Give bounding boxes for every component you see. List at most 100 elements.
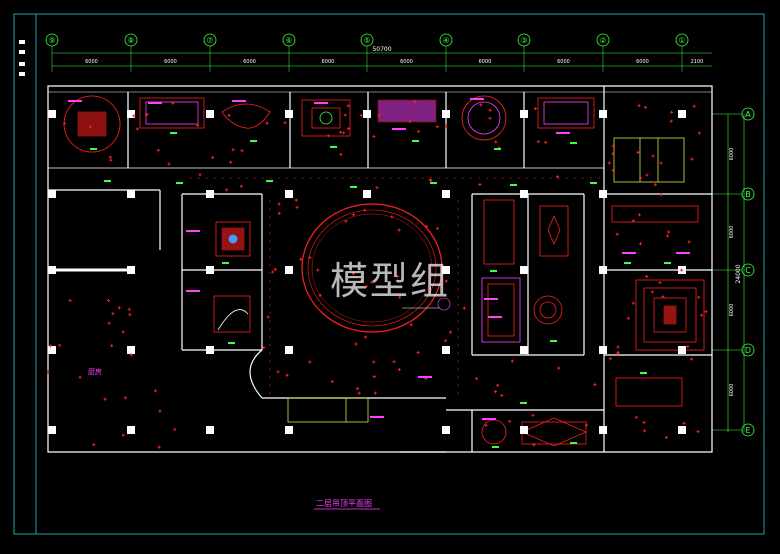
light-fixture	[59, 343, 61, 347]
row-dimension-label: 6000	[729, 226, 735, 239]
annotation-mark	[228, 342, 235, 344]
light-fixture	[445, 279, 447, 283]
structural-column	[442, 426, 450, 434]
light-fixture	[532, 413, 534, 417]
row-grid-bubble	[741, 343, 755, 357]
light-fixture	[343, 131, 345, 135]
light-fixture	[277, 370, 279, 374]
light-fixture	[498, 146, 500, 150]
structural-column	[127, 346, 135, 354]
light-fixture	[122, 330, 124, 334]
light-fixture	[226, 188, 228, 192]
light-fixture	[327, 134, 329, 138]
light-fixture	[511, 359, 513, 363]
row-grid-label: D	[745, 346, 751, 355]
note-mark	[392, 128, 406, 130]
light-fixture	[660, 161, 662, 165]
structural-column	[206, 110, 214, 118]
light-fixture	[409, 119, 411, 123]
light-fixture	[108, 299, 110, 303]
light-fixture	[485, 423, 487, 427]
light-fixture	[612, 144, 614, 148]
structural-column	[206, 426, 214, 434]
light-fixture	[688, 240, 690, 244]
green-annotation-marks	[68, 98, 690, 448]
light-fixture	[240, 184, 242, 188]
note-mark	[68, 100, 82, 102]
light-fixture	[352, 272, 354, 276]
light-fixture	[50, 344, 52, 348]
light-fixture	[174, 427, 176, 431]
curved-bay-wall	[249, 349, 263, 399]
column-grid-bubble	[45, 33, 59, 47]
light-fixture	[537, 140, 539, 144]
light-fixture	[266, 121, 268, 125]
annotation-mark	[266, 180, 273, 182]
structural-column	[520, 426, 528, 434]
note-mark	[148, 102, 162, 104]
light-fixture	[172, 101, 174, 105]
room-label-kitchen: 厨房	[88, 367, 102, 376]
ceiling-light-fixtures	[46, 100, 708, 449]
light-fixture	[681, 268, 683, 272]
structural-column	[285, 110, 293, 118]
light-fixture	[300, 257, 302, 261]
light-fixture	[129, 313, 131, 317]
drawing-title: 二层吊顶平面图	[316, 499, 372, 508]
light-fixture	[133, 114, 135, 118]
light-fixture	[545, 140, 547, 144]
light-fixture	[639, 242, 641, 246]
structural-column	[678, 110, 686, 118]
light-fixture	[360, 113, 362, 117]
column-grid-bubble	[360, 33, 374, 47]
column-grid-label: ⑦	[206, 36, 213, 45]
light-fixture	[397, 274, 399, 278]
column-grid-bubble	[675, 33, 689, 47]
structural-column	[48, 190, 56, 198]
note-mark	[676, 252, 690, 254]
light-fixture	[670, 119, 672, 123]
column-grid-label: ①	[678, 36, 685, 45]
light-fixture	[356, 387, 358, 391]
right-total-dimension-label: 24000	[735, 264, 742, 283]
light-fixture	[429, 178, 431, 182]
light-fixture	[278, 211, 280, 215]
structural-column	[127, 110, 135, 118]
structural-column	[678, 426, 686, 434]
light-fixture	[425, 225, 427, 229]
annotation-mark	[492, 446, 499, 448]
light-fixture	[687, 345, 689, 349]
column-grid-bubble	[124, 33, 138, 47]
structural-column	[127, 426, 135, 434]
light-fixture	[197, 124, 199, 128]
light-fixture	[616, 232, 618, 236]
light-fixture	[295, 198, 297, 202]
light-fixture	[111, 344, 113, 348]
light-fixture	[373, 134, 375, 138]
structural-column	[599, 266, 607, 274]
bay-dimension-label: 6000	[636, 59, 649, 65]
light-fixture	[638, 104, 640, 108]
light-fixture	[371, 280, 373, 284]
annotation-mark	[570, 142, 577, 144]
light-fixture	[365, 285, 367, 289]
light-fixture	[671, 110, 673, 114]
light-fixture	[128, 307, 130, 311]
light-fixture	[697, 430, 699, 434]
light-fixture	[430, 178, 432, 182]
light-fixture	[667, 234, 669, 238]
light-fixture	[146, 113, 148, 117]
light-fixture	[272, 270, 274, 274]
structural-column	[442, 190, 450, 198]
light-fixture	[698, 295, 700, 299]
light-fixture	[445, 124, 447, 128]
light-fixture	[373, 360, 375, 364]
light-fixture	[118, 306, 120, 310]
light-fixture	[418, 130, 420, 134]
light-fixture	[495, 140, 497, 144]
structural-column	[599, 426, 607, 434]
light-fixture	[284, 121, 286, 125]
column-grid-label: ⑥	[285, 36, 292, 45]
light-fixture	[638, 213, 640, 217]
